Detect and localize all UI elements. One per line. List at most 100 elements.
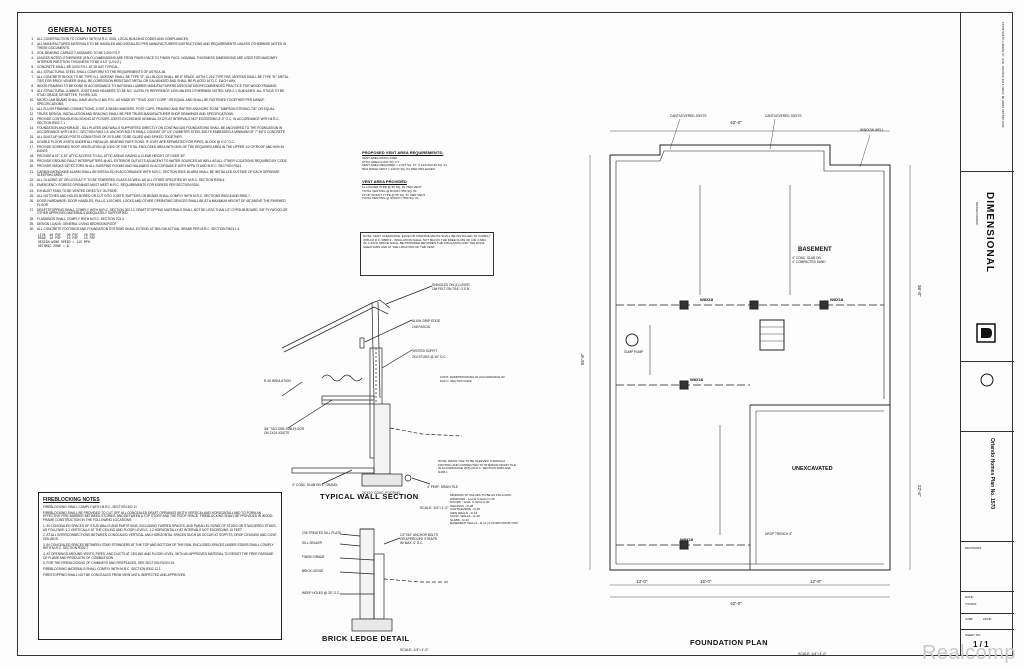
general-note-item: 11.ALL FLUSH FRAMING CONNECTIONS, JOIST …	[22, 106, 290, 112]
revisions-cell: REVISIONS	[961, 542, 1014, 592]
sheet-value: 1 / 1	[973, 640, 989, 649]
design-loads-table: LIVE 40 PSF 30 PSF 20 PSF DEAD 10 PSF 10…	[38, 232, 96, 248]
general-note-item: 14.FOUNDATION ANCHORAGE - SILL PLATES AN…	[22, 126, 290, 134]
sheet-cell: SHEET NO. 1 / 1	[961, 630, 1014, 656]
general-note-item: 21.CARBON MONOXIDE ALARM SHALL BE INSTAL…	[22, 169, 290, 178]
note-number: 4.	[31, 56, 34, 61]
note-text: PROVIDE A 22" X 30" ATTIC ACCESS TO ALL …	[37, 153, 186, 158]
note-text: PROVIDE GROUND FAULT INTERRUPTERS @ ALL …	[37, 159, 288, 164]
note-number: 19.	[29, 159, 34, 164]
general-note-item: 23.EMERGENCY EGRESS OPENINGS MUST MEET M…	[22, 184, 290, 188]
vent-required-title: PROPOSED VENT AREA REQUIREMENTS:	[362, 150, 444, 155]
general-note-item: 12.TRUSS DESIGN, INSTALLATION AND BRACIN…	[22, 112, 290, 117]
realcomp-watermark: Realcomp	[921, 642, 1016, 664]
note-number: 5.	[31, 64, 34, 69]
note-number: 20.	[29, 164, 34, 169]
svg-text:WINDOW WELL: WINDOW WELL	[860, 128, 884, 132]
note-number: 10.	[29, 98, 34, 103]
note-text: PROVIDE SCREENED ROOF VENTILATION @ 1/30…	[37, 145, 284, 153]
general-note-item: 1.ALL CONSTRUCTION TO COMPLY WITH M.R.C.…	[22, 37, 290, 42]
vent-clearance-note: NOTE: VENT CLEARANCE: EAVE OR CORNICE VE…	[360, 232, 494, 276]
date-cell: DATE: 7/7/2021	[961, 592, 1014, 614]
logo-cell: DIMENSIONAL DESIGN GROUP	[961, 172, 1014, 362]
general-note-item: 9.ALL STRUCTURAL LUMBER, JOISTS AND HEAD…	[22, 89, 290, 97]
fireblocking-paragraph: 2. AT ALL INTERCONNECTIONS BETWEEN CONCE…	[43, 533, 277, 541]
vent-line: 11 LOUVER TYPE @ 50 SQ. IN. PER VENT	[362, 185, 422, 190]
fireblocking-paragraph: 4. AT OPENINGS AROUND VENTS, PIPES, AND …	[43, 552, 274, 560]
damproofing-note: CONT. DAMPPROOFING IN ACCORDANCE W/ M.R.…	[440, 375, 505, 383]
note-text: ALL MANUFACTURED MATERIALS TO BE HANDLED…	[37, 42, 287, 50]
vent-line: ATTIC AREA=2,037 SQ. FT.	[362, 159, 400, 164]
note-text: ALL GLAZING 18" OR LESS A.F.F. TO BE TEM…	[37, 178, 226, 183]
svg-text:2X6 TREATED SILL PLATE: 2X6 TREATED SILL PLATE	[302, 531, 341, 535]
note-text: ALL FLUSH FRAMING CONNECTIONS, JOIST & B…	[37, 106, 276, 111]
vent-line: VENT AREA REQUIRED = 2,037 SQ. FT. X 144…	[362, 163, 448, 168]
note-number: 23.	[29, 183, 34, 188]
general-note-item: 7.ALL CONCRETE BLOCK TO BE TYPE N-1. MOR…	[22, 75, 290, 83]
general-note-item: 30.ALL CONCRETE FOOTINGS AND FOUNDATION …	[22, 227, 290, 232]
company-name: DIMENSIONAL	[984, 192, 995, 273]
fireblocking-paragraph: 1. IN CONCEALED SPACES OF STUD WALLS AND…	[43, 523, 277, 532]
note-text: FOUNDATION ANCHORAGE - SILL PLATES AND W…	[37, 126, 286, 134]
general-note-item: 4.UNLESS NOTED OTHERWISE (U.N.O.) DIMENS…	[22, 56, 290, 64]
note-number: 21.	[29, 169, 34, 174]
note-number: 25.	[29, 193, 34, 198]
note-text: ALL STRUCTURAL STEEL SHALL CONFORM TO TH…	[37, 70, 166, 75]
company-address: 15445 SOUTH UNION ST. STE. 100 BOX 4614 …	[1001, 22, 1005, 128]
sheet-label: SHEET NO.	[965, 633, 982, 637]
vent-provided-title: VENT AREA PROVIDED	[362, 179, 407, 185]
note-text: ALL CONCRETE BLOCK TO BE TYPE N-1. MORTA…	[37, 75, 289, 83]
fireblocking-paragraph: FIREBLOCKING MATERIALS SHALL COMPLY WITH…	[43, 567, 162, 572]
note-number: 18.	[29, 153, 34, 158]
svg-text:CANTILEVERED JOISTS: CANTILEVERED JOISTS	[670, 114, 707, 118]
brick-ledge-drawing: 2X6 TREATED SILL PLATE SILL SEALER FINIS…	[302, 528, 450, 632]
date-label: DATE:	[965, 595, 974, 599]
svg-text:4" COMPACTED SAND: 4" COMPACTED SAND	[792, 260, 826, 264]
general-note-item: 25.ALL NOTCHES AND HOLES BORED OR CUT IN…	[22, 193, 290, 199]
note-text: TRUSS DESIGN, INSTALLATION AND BRACING S…	[37, 112, 234, 117]
general-note-item: 18.PROVIDE A 22" X 30" ATTIC ACCESS TO A…	[22, 153, 290, 159]
general-notes-title: GENERAL NOTES	[48, 27, 113, 34]
note-text: UNLESS NOTED OTHERWISE (U.N.O.) DIMENSIO…	[37, 56, 278, 64]
note-number: 29.	[29, 221, 34, 226]
general-note-item: 17.PROVIDE SCREENED ROOF VENTILATION @ 1…	[22, 145, 290, 153]
general-note-item: 22.ALL GLAZING 18" OR LESS A.F.F. TO BE …	[22, 179, 290, 183]
note-number: 26.	[29, 199, 34, 204]
note-number: 22.	[29, 178, 34, 183]
job-value: 21040	[983, 617, 992, 621]
note-number: 1.	[31, 37, 34, 41]
note-number: 12.	[29, 112, 34, 117]
svg-text:VENTED SOFFIT: VENTED SOFFIT	[412, 349, 437, 353]
svg-text:ALUM. DRIP EDGE: ALUM. DRIP EDGE	[412, 319, 440, 323]
vent-note-text: NOTE: VENT CLEARANCE: EAVE OR CORNICE VE…	[363, 234, 491, 249]
fireblocking-paragraph: 5. FOR THE FIREBLOCKING OF CHIMNEYS AND …	[43, 561, 176, 566]
vent-line: 50% RIDGE VENT = 146.67 SQ. IN. PER 50% …	[362, 166, 435, 171]
fireblocking-notes: FIREBLOCKING NOTES FIREBLOCKING SHALL CO…	[38, 492, 282, 640]
svg-text:SUMP PUMP: SUMP PUMP	[624, 350, 643, 354]
note-text: PROVIDE SMOKE DETECTORS IN ALL SLEEPING …	[37, 164, 242, 169]
general-note-item: 5.CONCRETE SHALL BE 3,000 P.S.I. AT 28 D…	[22, 64, 290, 70]
note-text: CONCRETE SHALL BE 3,000 P.S.I. AT 28 DAY…	[37, 64, 120, 69]
general-note-item: 15.ALL BUILT-UP WOOD POSTS CONSISTING OF…	[22, 135, 290, 140]
vent-requirements: PROPOSED VENT AREA REQUIREMENTS: VENT AR…	[362, 150, 490, 201]
general-note-item: 19.PROVIDE GROUND FAULT INTERRUPTERS @ A…	[22, 160, 290, 164]
general-note-item: 29.DESIGN LOADS: GENERAL LIVING BEDROOM …	[22, 221, 290, 227]
svg-text:15# FELT ON 7/16" O.S.B.: 15# FELT ON 7/16" O.S.B.	[432, 287, 470, 291]
svg-text:16'-0": 16'-0"	[700, 579, 712, 584]
svg-text:ON 2X10 JOISTS: ON 2X10 JOISTS	[264, 431, 289, 435]
note-number: 14.	[29, 126, 34, 130]
note-number: 27.	[29, 207, 34, 212]
note-text: EMERGENCY EGRESS OPENINGS MUST MEET M.R.…	[37, 183, 200, 188]
note-number: 9.	[31, 89, 34, 94]
note-text: ALL NOTCHES AND HOLES BORED OR CUT INTO …	[37, 193, 251, 198]
note-number: 3.	[31, 50, 34, 55]
svg-text:SHINGLES ON (1) LAYER: SHINGLES ON (1) LAYER	[432, 283, 470, 287]
general-note-item: 26.DOOR HARDWARE: DOOR HANDLES, PULLS, L…	[22, 199, 290, 207]
project-cell: Orlando Homes Plan No. 1570	[961, 432, 1014, 542]
unexcavated-label: UNEXCAVATED	[792, 466, 833, 472]
company-sub: DESIGN GROUP	[975, 202, 979, 226]
svg-text:4" PERF. DRAIN TILE: 4" PERF. DRAIN TILE	[427, 485, 458, 489]
svg-text:55'-8": 55'-8"	[580, 353, 585, 365]
